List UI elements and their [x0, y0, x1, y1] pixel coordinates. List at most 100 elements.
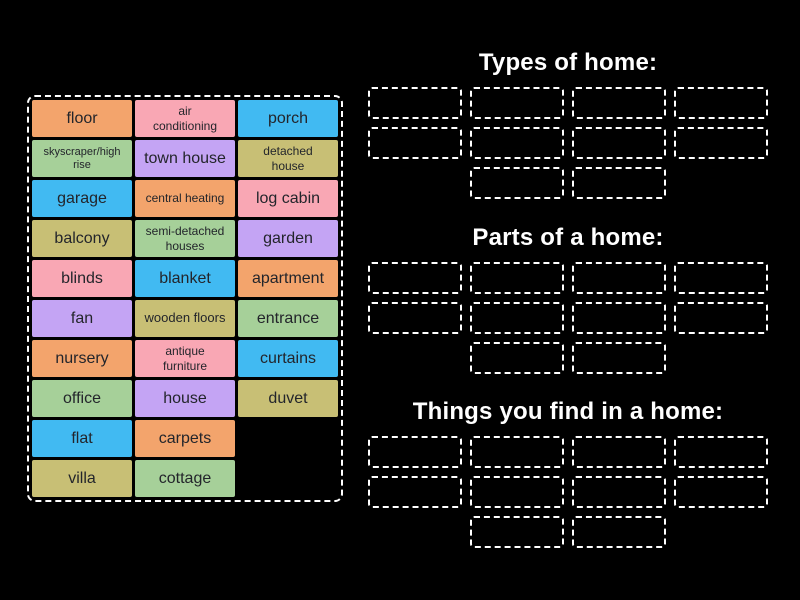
word-tile-label: detached house	[263, 144, 313, 173]
drop-slot-area	[368, 262, 768, 374]
word-tile[interactable]: apartment	[238, 260, 338, 297]
category-group-types-of-home: Types of home:	[368, 48, 768, 207]
drop-slot[interactable]	[368, 87, 462, 119]
word-tile-label: floor	[66, 109, 98, 127]
word-tile[interactable]: office	[32, 380, 132, 417]
drop-slot[interactable]	[572, 342, 666, 374]
word-tile[interactable]: blanket	[135, 260, 235, 297]
drop-slot[interactable]	[368, 436, 462, 468]
word-tile[interactable]: curtains	[238, 340, 338, 377]
word-tile[interactable]: nursery	[32, 340, 132, 377]
empty-cell	[238, 420, 338, 457]
drop-slot[interactable]	[470, 516, 564, 548]
word-tile-label: office	[63, 389, 101, 407]
drop-slot[interactable]	[470, 342, 564, 374]
word-tile-label: carpets	[158, 429, 212, 447]
category-group-things-in-a-home: Things you find in a home:	[368, 397, 768, 556]
drop-slot[interactable]	[368, 127, 462, 159]
drop-slot[interactable]	[368, 302, 462, 334]
word-tile-label: flat	[71, 429, 93, 447]
word-tile-grid: floor air conditioning porch skyscraper/hig…	[32, 100, 338, 497]
word-tile[interactable]: carpets	[135, 420, 235, 457]
drop-slot[interactable]	[572, 87, 666, 119]
word-tile-label: garden	[263, 229, 313, 247]
word-tile[interactable]: garden	[238, 220, 338, 257]
word-tile[interactable]: detached house	[238, 140, 338, 177]
drop-slot[interactable]	[470, 302, 564, 334]
word-tile[interactable]: log cabin	[238, 180, 338, 217]
drop-slot[interactable]	[470, 262, 564, 294]
drop-slot-area	[368, 87, 768, 199]
word-tile[interactable]: balcony	[32, 220, 132, 257]
drop-slot[interactable]	[674, 476, 768, 508]
drop-slot[interactable]	[572, 127, 666, 159]
word-tile[interactable]: town house	[135, 140, 235, 177]
slot-row	[470, 342, 768, 374]
word-tile-label: central heating	[145, 191, 225, 206]
word-tile[interactable]: cottage	[135, 460, 235, 497]
word-tile-label: blanket	[159, 269, 211, 287]
word-tile[interactable]: skyscraper/high rise	[32, 140, 132, 177]
slot-row	[368, 302, 768, 334]
word-tile[interactable]: garage	[32, 180, 132, 217]
word-tile-label: cottage	[158, 469, 212, 487]
word-tile-label: curtains	[259, 349, 317, 367]
word-tile[interactable]: flat	[32, 420, 132, 457]
word-tile-label: semi-detached houses	[145, 224, 225, 253]
word-tile-board: floor air conditioning porch skyscraper/hig…	[27, 95, 343, 502]
word-tile[interactable]: porch	[238, 100, 338, 137]
slot-row	[470, 167, 768, 199]
drop-slot[interactable]	[470, 87, 564, 119]
drop-slot[interactable]	[572, 436, 666, 468]
drop-slot[interactable]	[572, 302, 666, 334]
category-group-parts-of-a-home: Parts of a home:	[368, 223, 768, 382]
word-tile-label: town house	[144, 149, 226, 167]
drop-slot[interactable]	[470, 436, 564, 468]
word-tile-label: house	[163, 389, 207, 407]
group-title: Parts of a home:	[472, 224, 664, 251]
empty-cell	[238, 460, 338, 497]
group-title: Types of home:	[478, 49, 658, 76]
group-title: Things you find in a home:	[412, 398, 724, 425]
word-tile-label: apartment	[251, 269, 325, 287]
word-tile[interactable]: central heating	[135, 180, 235, 217]
drop-slot[interactable]	[368, 262, 462, 294]
drop-slot[interactable]	[572, 167, 666, 199]
drop-slot[interactable]	[674, 262, 768, 294]
word-tile[interactable]: house	[135, 380, 235, 417]
drop-slot[interactable]	[674, 436, 768, 468]
word-tile-label: entrance	[256, 309, 320, 327]
slot-row	[368, 262, 768, 294]
slot-row	[368, 127, 768, 159]
word-tile[interactable]: wooden floors	[135, 300, 235, 337]
slot-row	[368, 476, 768, 508]
word-tile[interactable]: duvet	[238, 380, 338, 417]
word-tile-label: duvet	[268, 389, 308, 407]
word-tile[interactable]: blinds	[32, 260, 132, 297]
word-tile[interactable]: floor	[32, 100, 132, 137]
word-tile[interactable]: entrance	[238, 300, 338, 337]
word-tile-label: wooden floors	[144, 310, 226, 326]
drop-slot[interactable]	[572, 476, 666, 508]
word-tile-label: fan	[70, 309, 94, 327]
slot-row	[470, 516, 768, 548]
word-tile[interactable]: villa	[32, 460, 132, 497]
drop-slot[interactable]	[674, 127, 768, 159]
word-tile[interactable]: semi-detached houses	[135, 220, 235, 257]
word-tile-label: log cabin	[255, 189, 321, 207]
word-tile[interactable]: fan	[32, 300, 132, 337]
drop-slot[interactable]	[674, 87, 768, 119]
word-tile-label: blinds	[61, 269, 103, 287]
word-tile-label: air conditioning	[152, 104, 218, 133]
drop-slot[interactable]	[470, 167, 564, 199]
drop-slot[interactable]	[572, 516, 666, 548]
drop-slot[interactable]	[674, 302, 768, 334]
drop-slot[interactable]	[470, 127, 564, 159]
word-tile[interactable]: air conditioning	[135, 100, 235, 137]
word-tile-label: antique furniture	[162, 344, 208, 373]
drop-slot[interactable]	[368, 476, 462, 508]
drop-slot[interactable]	[470, 476, 564, 508]
word-tile[interactable]: antique furniture	[135, 340, 235, 377]
drop-slot[interactable]	[572, 262, 666, 294]
